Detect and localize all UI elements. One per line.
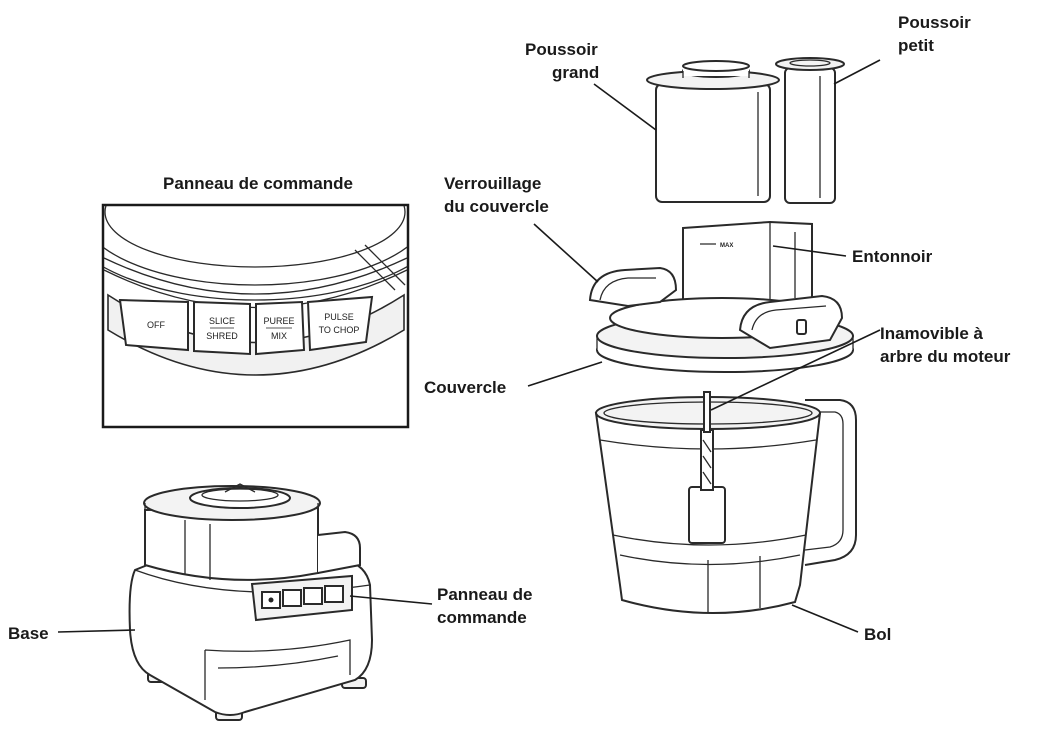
slice-button-label: SLICE [209, 316, 235, 326]
bowl [594, 391, 857, 614]
pulse-to-chop-button[interactable]: PULSE TO CHOP [306, 295, 374, 352]
control-panel-inset: Panneau de commande OFF SLICE SHRED [101, 174, 410, 429]
pulse-button-label: PULSE [324, 312, 354, 322]
label-poussoir-grand-line1: Poussoir [525, 40, 598, 59]
small-pusher [775, 57, 845, 204]
label-poussoir-petit-line1: Poussoir [898, 13, 971, 32]
label-verrouillage-line2: du couvercle [444, 197, 549, 216]
label-bol: Bol [864, 625, 891, 644]
label-couvercle: Couvercle [424, 378, 506, 397]
label-panneau-base-line2: commande [437, 608, 527, 627]
puree-mix-button[interactable]: PUREE MIX [255, 300, 306, 356]
label-poussoir-petit-line2: petit [898, 36, 934, 55]
control-panel-inset-title: Panneau de commande [163, 174, 353, 193]
off-button-label: OFF [147, 320, 165, 330]
to-chop-button-label: TO CHOP [319, 325, 360, 335]
label-inamovible-line2: arbre du moteur [880, 347, 1011, 366]
label-panneau-base-line1: Panneau de [437, 585, 532, 604]
off-button[interactable]: OFF [118, 298, 189, 352]
mix-button-label: MIX [271, 331, 287, 341]
callout-lines [57, 59, 881, 633]
label-poussoir-grand-line2: grand [552, 63, 599, 82]
shred-button-label: SHRED [206, 331, 238, 341]
puree-button-label: PUREE [263, 316, 294, 326]
base [128, 483, 374, 721]
label-base: Base [8, 624, 49, 643]
slice-shred-button[interactable]: SLICE SHRED [193, 300, 251, 356]
lid-assembly: MAX [588, 220, 854, 373]
large-pusher [646, 60, 780, 203]
label-verrouillage-line1: Verrouillage [444, 174, 541, 193]
control-panel-buttons: OFF SLICE SHRED PUREE MIX PULSE TO CHOP [118, 295, 374, 356]
funnel-max-mark: MAX [720, 243, 733, 249]
label-inamovible-line1: Inamovible à [880, 324, 984, 343]
labels: Poussoir grand Poussoir petit Verrouilla… [8, 13, 1011, 644]
label-entonnoir: Entonnoir [852, 247, 933, 266]
